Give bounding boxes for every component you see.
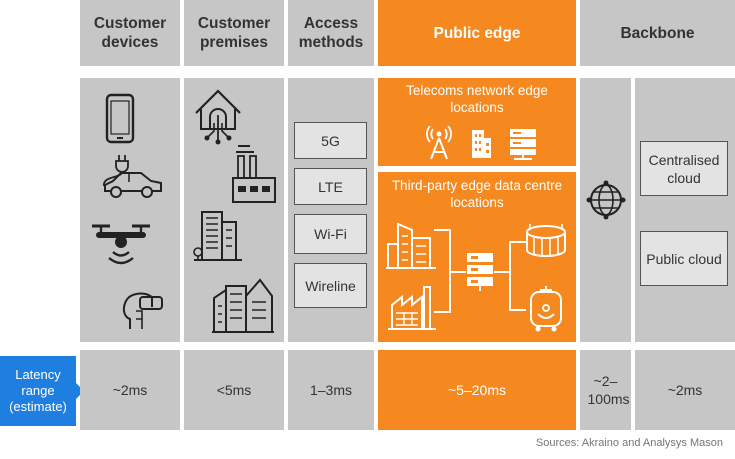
latency-customer-premises: <5ms bbox=[184, 350, 284, 430]
latency-backbone-network: ~2–100ms bbox=[580, 350, 631, 430]
access-method-wireline-text: Wireline bbox=[305, 277, 356, 294]
access-method-wireline: Wireline bbox=[294, 263, 367, 308]
stadium-icon bbox=[526, 224, 566, 257]
factory-icon bbox=[232, 145, 276, 203]
smart-home-icon bbox=[195, 89, 241, 145]
smartphone-icon bbox=[105, 93, 135, 144]
server-icon bbox=[510, 129, 536, 160]
edge-connection-lines bbox=[434, 229, 526, 313]
cell-tower-icon bbox=[426, 126, 452, 160]
office-building-icon bbox=[193, 211, 242, 261]
latency-public-edge: ~5–20ms bbox=[378, 350, 576, 430]
latency-access-methods: 1–3ms bbox=[288, 350, 374, 430]
header-customer-devices-text: Customer devices bbox=[93, 15, 167, 51]
access-method-wifi: Wi-Fi bbox=[294, 214, 367, 254]
public-cloud-box: Public cloud bbox=[640, 231, 728, 286]
access-method-wifi-text: Wi-Fi bbox=[314, 226, 347, 242]
access-method-lte-text: LTE bbox=[318, 178, 343, 195]
building-icon bbox=[472, 130, 491, 158]
robot-icon bbox=[530, 286, 562, 332]
header-public-edge-text: Public edge bbox=[433, 24, 521, 42]
server-icon bbox=[467, 253, 493, 291]
centralised-cloud-box: Centralised cloud bbox=[640, 141, 728, 196]
header-customer-premises: Customer premises bbox=[184, 0, 284, 66]
office-building-icon bbox=[386, 222, 436, 269]
latency-backbone-cloud: ~2ms bbox=[635, 350, 735, 430]
access-method-5g-text: 5G bbox=[321, 132, 340, 149]
electric-car-icon bbox=[103, 155, 162, 198]
latency-public-edge-text: ~5–20ms bbox=[448, 382, 506, 398]
header-backbone-text: Backbone bbox=[620, 24, 695, 42]
customer-devices-column bbox=[80, 78, 180, 342]
source-note: Sources: Akraino and Analysys Mason bbox=[535, 437, 723, 449]
header-customer-devices: Customer devices bbox=[80, 0, 180, 66]
latency-backbone-cloud-text: ~2ms bbox=[667, 382, 703, 398]
header-backbone: Backbone bbox=[580, 0, 735, 66]
telecoms-edge-label: Telecoms network edge locations bbox=[406, 83, 548, 115]
drone-icon bbox=[92, 224, 150, 265]
third-party-edge-label: Third-party edge data centre locations bbox=[391, 178, 563, 210]
header-access-methods: Access methods bbox=[288, 0, 374, 66]
factory-icon bbox=[388, 286, 436, 330]
access-method-5g: 5G bbox=[294, 122, 367, 159]
globe-network-icon bbox=[586, 180, 626, 220]
latency-customer-devices-text: ~2ms bbox=[112, 382, 148, 398]
latency-customer-premises-text: <5ms bbox=[216, 382, 252, 398]
header-access-methods-text: Access methods bbox=[298, 15, 364, 51]
latency-backbone-network-text: ~2–100ms bbox=[587, 373, 630, 407]
centralised-cloud-text: Centralised cloud bbox=[648, 151, 720, 186]
backbone-network-column bbox=[580, 78, 631, 342]
latency-range-tag: Latency range (estimate) bbox=[0, 356, 84, 426]
header-public-edge: Public edge bbox=[378, 0, 576, 66]
latency-access-methods-text: 1–3ms bbox=[309, 382, 353, 398]
vr-headset-icon bbox=[122, 292, 163, 329]
public-cloud-text: Public cloud bbox=[646, 250, 722, 267]
header-customer-premises-text: Customer premises bbox=[197, 15, 271, 51]
city-buildings-icon bbox=[212, 278, 274, 333]
backbone-cloud-column bbox=[635, 78, 735, 342]
access-method-lte: LTE bbox=[294, 168, 367, 205]
latency-range-tag-text: Latency range (estimate) bbox=[9, 367, 67, 414]
latency-customer-devices: ~2ms bbox=[80, 350, 180, 430]
